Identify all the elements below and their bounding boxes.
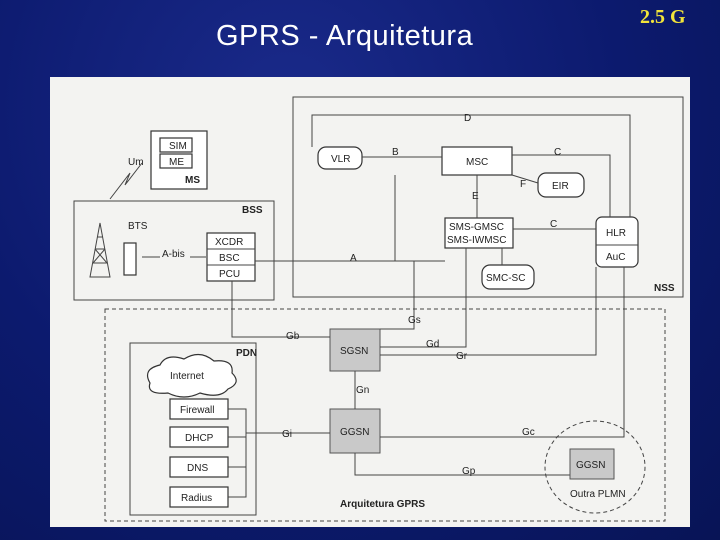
pcu-label: PCU xyxy=(219,269,240,280)
eir-node: EIR xyxy=(537,172,585,198)
slide-title: GPRS - Arquitetura xyxy=(216,20,474,52)
gs-interface-label: Gs xyxy=(408,315,421,326)
bts-label: BTS xyxy=(128,221,148,232)
hlr-label: HLR xyxy=(606,228,626,239)
gprs-region xyxy=(104,308,666,522)
xcdr-label: XCDR xyxy=(215,237,243,248)
gi-interface-label: Gi xyxy=(282,429,292,440)
sgsn-node: SGSN xyxy=(329,328,381,372)
c-interface-label-2: C xyxy=(550,219,557,230)
gd-interface-label: Gd xyxy=(426,339,439,350)
auc-label: AuC xyxy=(606,252,625,263)
sms-gmsc-label: SMS-GMSC xyxy=(449,222,504,233)
sgsn-label: SGSN xyxy=(340,346,368,357)
pdn-region xyxy=(129,342,257,516)
um-interface-label: Um xyxy=(128,157,144,168)
dns-label: DNS xyxy=(187,463,208,474)
sms-gmsc-node: SMS-GMSC SMS-IWMSC xyxy=(444,217,514,249)
e-interface-label: E xyxy=(472,191,479,202)
smc-sc-node: SMC-SC xyxy=(481,264,535,290)
a-interface-label: A xyxy=(350,253,357,264)
gb-interface-label: Gb xyxy=(286,331,300,342)
ggsn-label: GGSN xyxy=(340,427,369,438)
hlr-auc-node: HLR AuC xyxy=(595,216,639,268)
ms-node: SIM ME MS xyxy=(150,130,208,190)
sim-label: SIM xyxy=(169,141,187,152)
abis-interface-label: A-bis xyxy=(162,249,185,260)
f-interface-label: F xyxy=(520,179,526,190)
smc-sc-label: SMC-SC xyxy=(486,273,525,284)
firewall-label: Firewall xyxy=(180,405,214,416)
bsc-label: BSC xyxy=(219,253,240,264)
bsc-stack: XCDR BSC PCU xyxy=(206,232,256,282)
bts-tower-icon xyxy=(89,222,137,278)
bss-region xyxy=(73,200,275,301)
nss-label: NSS xyxy=(654,283,675,294)
gp-interface-label: Gp xyxy=(462,466,476,477)
architecture-diagram: SIM ME MS E Um BTS BSS E A-bis XCDR BSC … xyxy=(50,77,690,527)
b-interface-label: B xyxy=(392,147,399,158)
pdn-label: PDN xyxy=(236,348,257,359)
eir-label: EIR xyxy=(552,181,569,192)
internet-cloud: Internet xyxy=(147,353,237,398)
gc-interface-label: Gc xyxy=(522,427,535,438)
gr-interface-label: Gr xyxy=(456,351,468,362)
radius-label: Radius xyxy=(181,493,212,504)
vlr-node: VLR xyxy=(317,146,363,170)
ggsn-other-label: GGSN xyxy=(576,460,605,471)
radio-link xyxy=(109,162,143,200)
internet-label: Internet xyxy=(170,371,204,382)
dhcp-label: DHCP xyxy=(185,433,214,444)
gn-interface-label: Gn xyxy=(356,385,369,396)
nss-region xyxy=(292,96,684,298)
sms-iwmsc-label: SMS-IWMSC xyxy=(447,235,506,246)
vlr-label: VLR xyxy=(331,154,350,165)
msc-label: MSC xyxy=(466,157,488,168)
msc-node: MSC xyxy=(441,146,513,176)
ms-label: MS xyxy=(185,175,200,186)
me-label: ME xyxy=(169,157,184,168)
outra-plmn-label: Outra PLMN xyxy=(570,489,626,500)
ggsn-node: GGSN xyxy=(329,408,381,454)
generation-tag: 2.5 G xyxy=(640,6,686,28)
bss-label: BSS xyxy=(242,205,263,216)
c-interface-label-1: C xyxy=(554,147,561,158)
arquitetura-label: Arquitetura GPRS xyxy=(340,499,425,510)
outra-plmn-region: GGSN Outra PLMN xyxy=(544,420,646,514)
d-interface-label: D xyxy=(464,113,471,124)
